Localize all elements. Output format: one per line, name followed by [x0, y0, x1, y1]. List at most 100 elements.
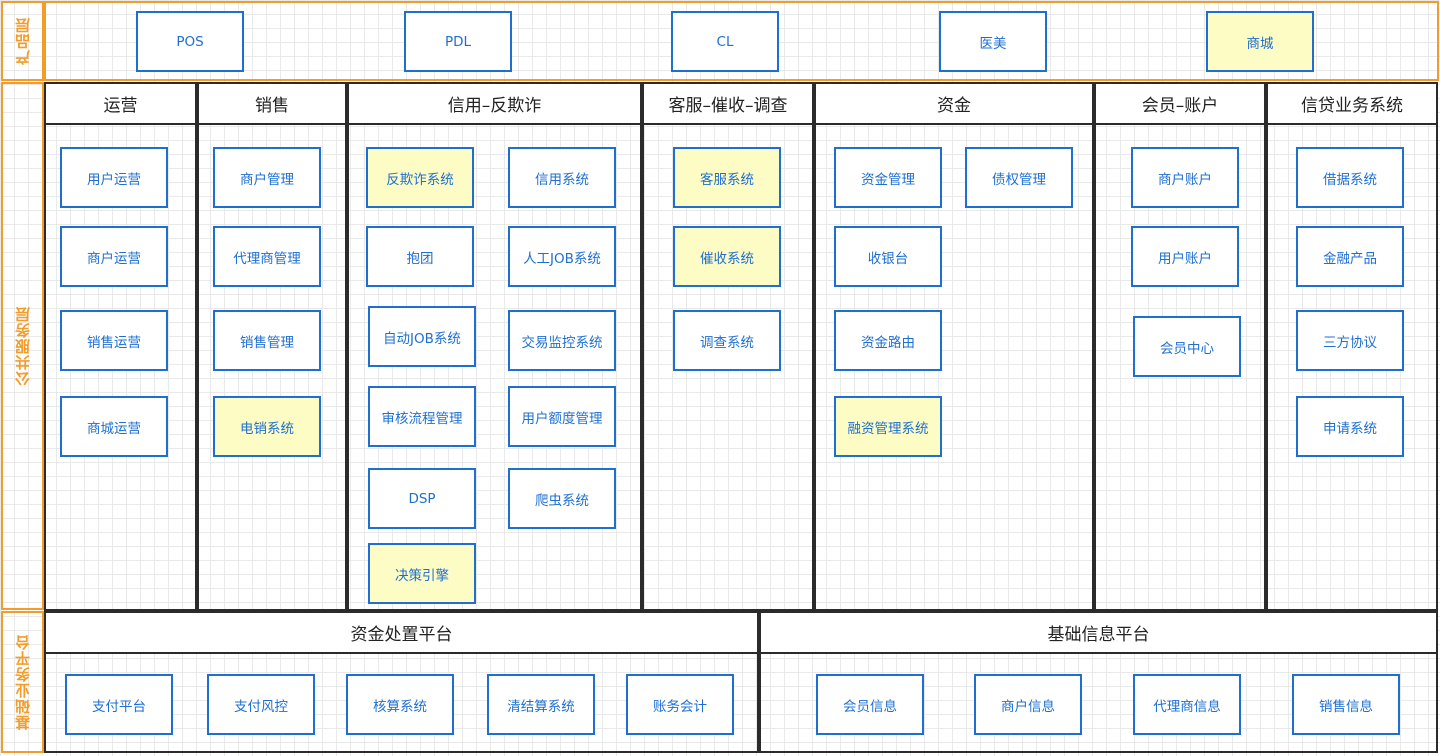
system-box[interactable]: 融资管理系统	[834, 396, 942, 457]
system-box-label: 会员中心	[1160, 340, 1214, 357]
system-box[interactable]: 用户运营	[60, 147, 168, 208]
system-box-label: 资金路由	[861, 334, 915, 351]
platform-box[interactable]: 代理商信息	[1133, 674, 1241, 735]
public-service-layer-frame	[44, 82, 1439, 611]
platform-box[interactable]: 支付风控	[207, 674, 315, 735]
platform-box[interactable]: 会员信息	[816, 674, 924, 735]
column-title: 会员–账户	[1141, 96, 1219, 116]
product-box-label: PDL	[444, 33, 472, 50]
platform-box[interactable]: 商户信息	[974, 674, 1082, 735]
system-box[interactable]: 三方协议	[1296, 310, 1404, 371]
system-box[interactable]: 借据系统	[1296, 147, 1404, 208]
system-box-label: 信用系统	[535, 171, 589, 188]
system-box[interactable]: 爬虫系统	[508, 468, 616, 529]
platform-box-label: 代理商信息	[1153, 698, 1221, 715]
system-box-label: 人工JOB系统	[523, 250, 601, 267]
column-header-funds: 资金	[814, 82, 1094, 125]
system-box[interactable]: 商城运营	[60, 396, 168, 457]
column-header-member-account: 会员–账户	[1094, 82, 1266, 125]
product-box[interactable]: 商城	[1206, 11, 1314, 72]
system-box[interactable]: 电销系统	[213, 396, 321, 457]
column-header-credit-antifraud: 信用–反欺诈	[347, 82, 642, 125]
system-box[interactable]: 信用系统	[508, 147, 616, 208]
system-box-label: 反欺诈系统	[386, 171, 454, 188]
product-box-label: POS	[176, 33, 204, 50]
layer-label-base-business-text: 基础业务平台	[14, 634, 32, 730]
platform-box[interactable]: 支付平台	[65, 674, 173, 735]
system-box[interactable]: 客服系统	[673, 147, 781, 208]
system-box-label: 催收系统	[700, 250, 754, 267]
system-box-label: 三方协议	[1323, 334, 1377, 351]
system-box-label: 销售管理	[240, 334, 294, 351]
system-box-label: 用户账户	[1158, 250, 1212, 267]
system-box[interactable]: 调查系统	[673, 310, 781, 371]
system-box[interactable]: 用户账户	[1131, 226, 1239, 287]
product-box[interactable]: PDL	[404, 11, 512, 72]
system-box-label: 收银台	[867, 250, 909, 267]
system-box[interactable]: 人工JOB系统	[508, 226, 616, 287]
platform-box-label: 会员信息	[843, 698, 897, 715]
platform-header-basic-info: 基础信息平台	[759, 611, 1438, 654]
column-header-sales: 销售	[197, 82, 347, 125]
column-title: 信用–反欺诈	[447, 96, 542, 116]
system-box[interactable]: 会员中心	[1133, 316, 1241, 377]
system-box[interactable]: 申请系统	[1296, 396, 1404, 457]
platform-box[interactable]: 销售信息	[1292, 674, 1400, 735]
system-box[interactable]: 审核流程管理	[368, 386, 476, 447]
platform-header-funds-disposal: 资金处置平台	[44, 611, 759, 654]
system-box-label: 抱团	[406, 250, 434, 267]
system-box[interactable]: 催收系统	[673, 226, 781, 287]
layer-label-product: 产品层	[1, 1, 44, 81]
system-box[interactable]: 商户管理	[213, 147, 321, 208]
system-box[interactable]: 抱团	[366, 226, 474, 287]
column-header-service-collection: 客服–催收–调查	[642, 82, 814, 125]
system-box[interactable]: 商户账户	[1131, 147, 1239, 208]
system-box[interactable]: 交易监控系统	[508, 310, 616, 371]
system-box[interactable]: 收银台	[834, 226, 942, 287]
column-title: 信贷业务系统	[1301, 96, 1403, 116]
product-box-label: 商城	[1246, 35, 1274, 52]
platform-box[interactable]: 核算系统	[346, 674, 454, 735]
product-box-label: 医美	[979, 35, 1007, 52]
system-box-label: 电销系统	[240, 420, 294, 437]
platform-title: 资金处置平台	[350, 625, 453, 645]
system-box[interactable]: 销售运营	[60, 310, 168, 371]
system-box[interactable]: 资金路由	[834, 310, 942, 371]
platform-box-label: 清结算系统	[507, 698, 575, 715]
product-box[interactable]: 医美	[939, 11, 1047, 72]
system-box[interactable]: 用户额度管理	[508, 386, 616, 447]
system-box[interactable]: 反欺诈系统	[366, 147, 474, 208]
system-box[interactable]: 决策引擎	[368, 543, 476, 604]
system-box[interactable]: 自动JOB系统	[368, 306, 476, 367]
system-box-label: 融资管理系统	[847, 420, 929, 437]
system-box-label: 用户额度管理	[521, 410, 603, 427]
system-box-label: 代理商管理	[233, 250, 301, 267]
product-box[interactable]: CL	[671, 11, 779, 72]
system-box-label: 商户运营	[87, 250, 141, 267]
system-box-label: 决策引擎	[395, 567, 449, 584]
system-box-label: 客服系统	[700, 171, 754, 188]
system-box-label: 审核流程管理	[381, 410, 463, 427]
layer-label-product-text: 产品层	[14, 17, 32, 65]
platform-box-label: 商户信息	[1001, 698, 1055, 715]
platform-box[interactable]: 清结算系统	[487, 674, 595, 735]
system-box[interactable]: 代理商管理	[213, 226, 321, 287]
system-box[interactable]: 债权管理	[965, 147, 1073, 208]
system-box[interactable]: DSP	[368, 468, 476, 529]
system-box-label: 销售运营	[87, 334, 141, 351]
system-box-label: 自动JOB系统	[383, 330, 461, 347]
platform-box-label: 销售信息	[1319, 698, 1373, 715]
product-box[interactable]: POS	[136, 11, 244, 72]
layer-label-public-service-text: 公共服务层	[14, 306, 32, 386]
system-box[interactable]: 金融产品	[1296, 226, 1404, 287]
system-box-label: 交易监控系统	[521, 334, 603, 351]
system-box[interactable]: 商户运营	[60, 226, 168, 287]
layer-label-base-business: 基础业务平台	[1, 611, 44, 753]
platform-box[interactable]: 账务会计	[626, 674, 734, 735]
system-box[interactable]: 销售管理	[213, 310, 321, 371]
platform-box-label: 支付平台	[92, 698, 146, 715]
product-layer-frame	[44, 1, 1439, 81]
product-box-label: CL	[716, 33, 734, 50]
system-box[interactable]: 资金管理	[834, 147, 942, 208]
system-box-label: 申请系统	[1323, 420, 1377, 437]
